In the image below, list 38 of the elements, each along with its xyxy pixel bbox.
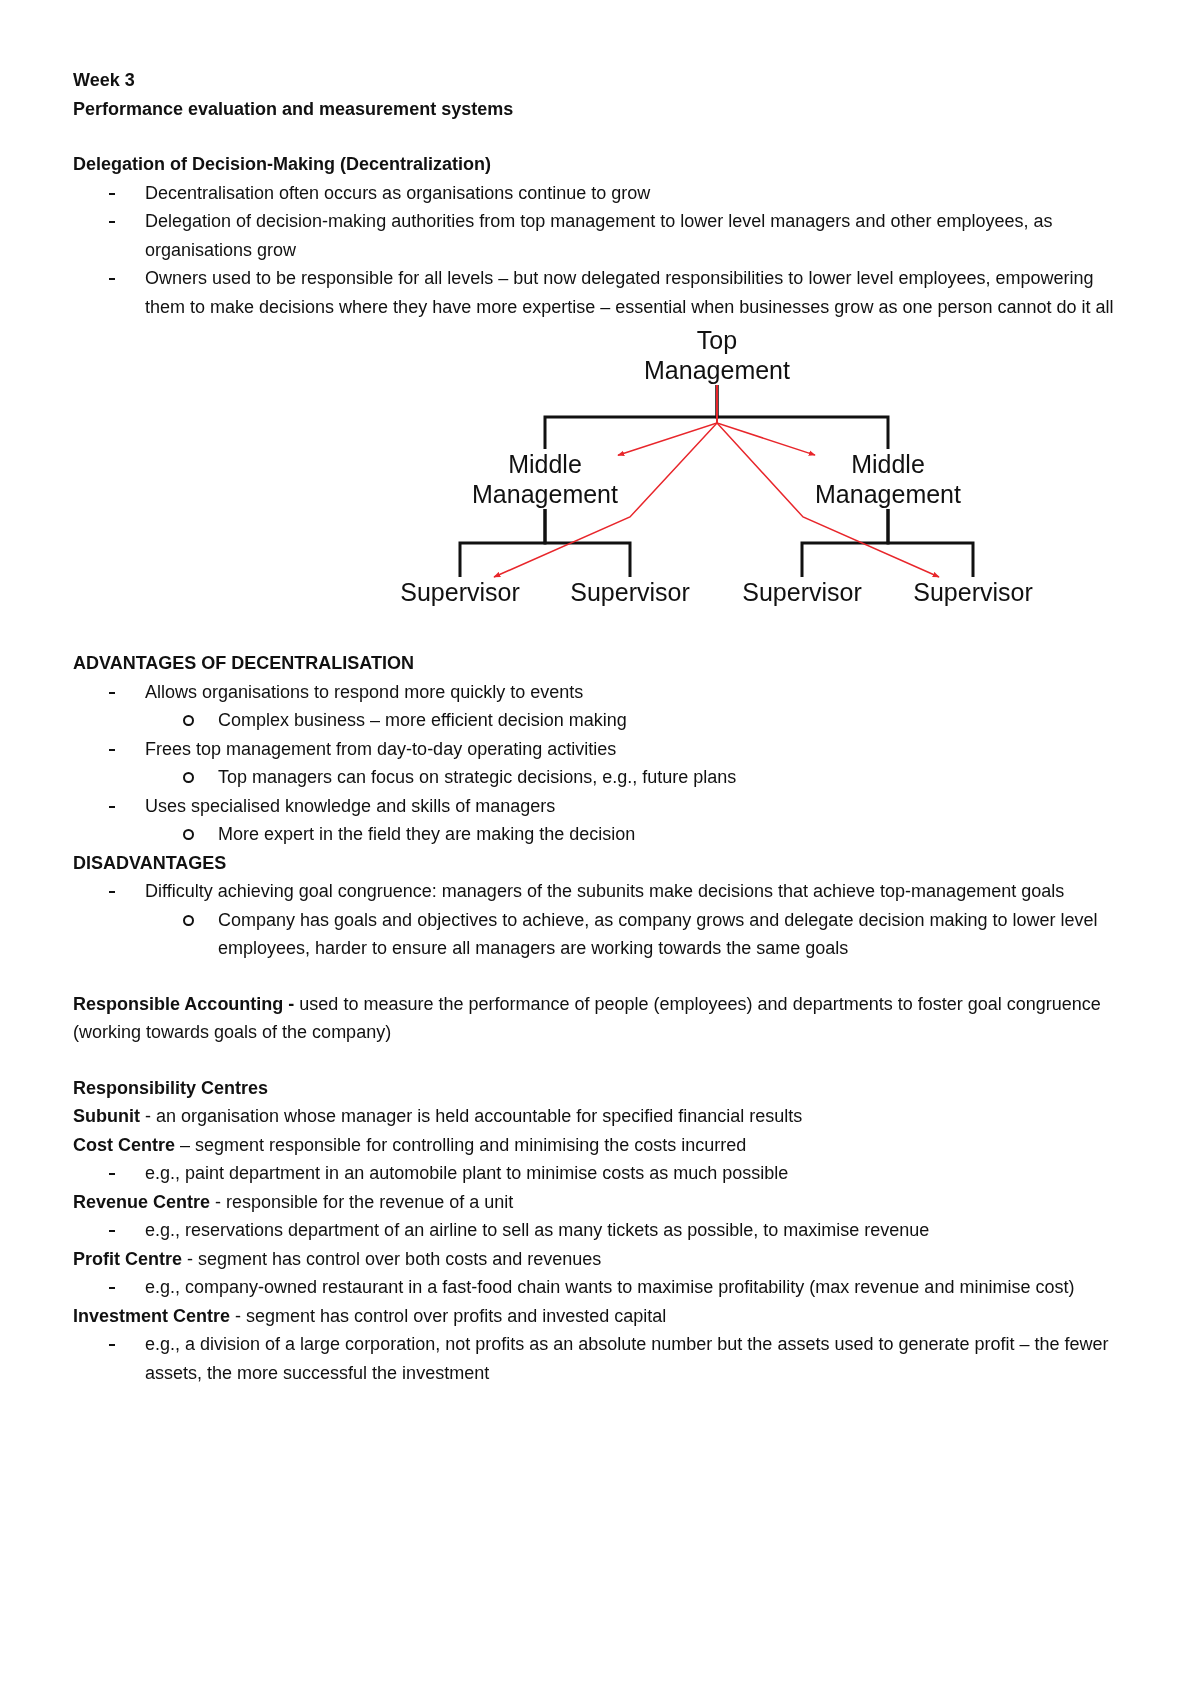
paragraph: Cost Centre – segment responsible for controlling and minimising the costs incurred [73, 1133, 748, 1157]
paragraph: Responsible Accounting - used to measure the performance of people (employees) and departments to foster goal congruence (working towards goals of the company) [73, 992, 1102, 1044]
heading: Performance evaluation and measurement systems [73, 97, 515, 121]
bullet-text: Company has goals and objectives to achieve, as company grows and delegate decision making to lower level employees, harder to ensure all managers are working towards the same goals [73, 905, 1130, 963]
bullet-text: Uses specialised knowledge and skills of managers [73, 791, 1130, 820]
bullet-text: e.g., reservations department of an airline to sell as many tickets as possible, to maximise revenue [73, 1216, 1130, 1245]
paragraph: Investment Centre - segment has control over profits and invested capital [73, 1304, 668, 1328]
paragraph: Profit Centre - segment has control over both costs and revenues [73, 1247, 603, 1271]
heading: ADVANTAGES OF DECENTRALISATION [73, 652, 415, 675]
role-label: Supervisor [400, 577, 520, 607]
paragraph: Subunit - an organisation whose manager is held accountable for specified financial results [73, 1105, 804, 1128]
connector-line [886, 509, 975, 577]
bullet-text: Delegation of decision-making authorities from top management to lower level managers and other employees, as organisations grow [73, 207, 1130, 264]
bullet-text: e.g., paint department in an automobile plant to minimise costs as much possible [73, 1159, 1130, 1188]
heading: Week 3 [73, 69, 136, 92]
bullet-text: More expert in the field they are making the decision [73, 820, 1130, 849]
role-label: Supervisor [742, 577, 862, 607]
role-label: Middle Management [472, 449, 618, 509]
bullet-text: e.g., company-owned restaurant in a fast-food chain wants to maximise profitability (max revenue and minimise cost) [73, 1273, 1130, 1302]
bullet-text: Complex business – more efficient decision making [73, 706, 1130, 735]
heading: DISADVANTAGES [73, 851, 228, 875]
bullet-text: Difficulty achieving goal congruence: managers of the subunits make decisions that achieve top-management goals [73, 877, 1130, 906]
paragraph: Revenue Centre - responsible for the revenue of a unit [73, 1190, 515, 1214]
connector-line [715, 385, 890, 449]
role-label: Middle Management [815, 449, 961, 509]
role-label: Top Management [644, 325, 790, 385]
heading: Delegation of Decision-Making (Decentralization) [73, 153, 493, 176]
bullet-text: Decentralisation often occurs as organisations continue to grow [73, 178, 1130, 207]
bullet-text: Allows organisations to respond more quickly to events [73, 677, 1130, 706]
role-label: Supervisor [913, 577, 1033, 607]
bullet-text: Top managers can focus on strategic decisions, e.g., future plans [73, 763, 1130, 792]
bullet-text: Owners used to be responsible for all levels – but now delegated responsibilities to lower level employees, empowering them to make decisions where they have more expertise – essential when businesses grow as one person cannot do it all [73, 264, 1130, 321]
bullet-text: e.g., a division of a large corporation, not profits as an absolute number but the assets used to generate profit – the fewer assets, the more successful the investment [73, 1330, 1130, 1387]
bullet-text: Frees top management from day-to-day operating activities [73, 734, 1130, 763]
role-label: Supervisor [570, 577, 690, 607]
connector-line [543, 509, 632, 577]
arrow [716, 384, 940, 578]
heading: Responsibility Centres [73, 1076, 270, 1100]
